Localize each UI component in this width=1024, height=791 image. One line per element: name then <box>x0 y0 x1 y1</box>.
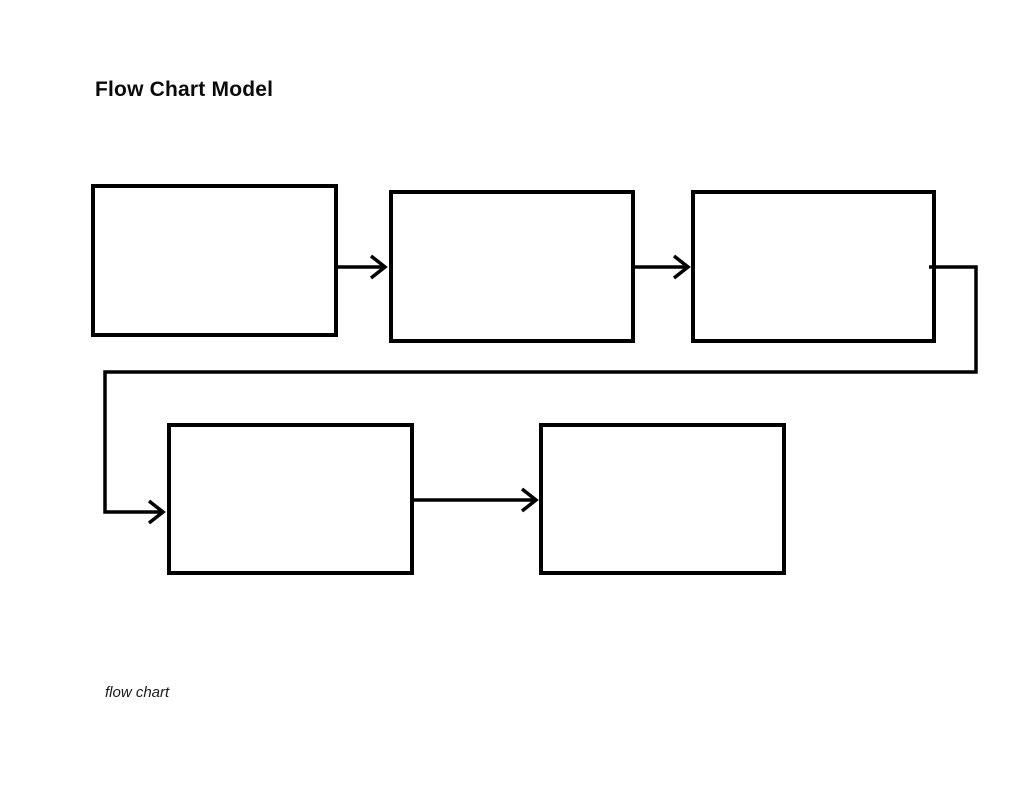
flow-box-3 <box>691 190 936 343</box>
flow-box-2 <box>389 190 635 343</box>
caption-label: flow chart <box>105 684 170 701</box>
arrow-box2-box3 <box>634 254 691 280</box>
arrow-box4-box5 <box>413 487 539 513</box>
flow-box-4 <box>167 423 414 575</box>
arrow-box1-box2 <box>338 254 388 280</box>
flow-box-1 <box>91 184 338 337</box>
page-title: Flow Chart Model <box>95 78 274 101</box>
flow-box-5 <box>539 423 786 575</box>
